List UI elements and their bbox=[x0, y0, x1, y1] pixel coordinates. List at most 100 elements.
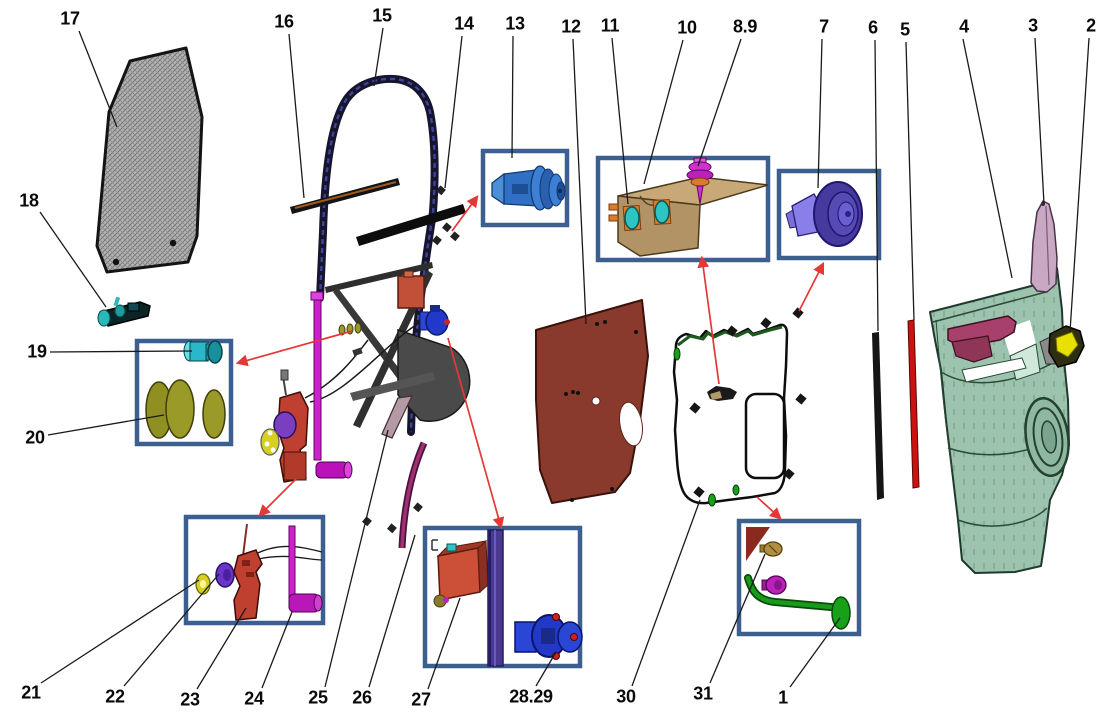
grommet-part22 bbox=[215, 562, 235, 588]
part-label-7: 7 bbox=[819, 16, 829, 37]
speaker-discs-part20 bbox=[145, 379, 226, 439]
part-label-13: 13 bbox=[505, 13, 525, 34]
part-label-24: 24 bbox=[244, 688, 264, 709]
handle-rod-part1 bbox=[744, 574, 851, 630]
part-label-27: 27 bbox=[411, 689, 431, 710]
window-motor-part28-29 bbox=[514, 613, 583, 660]
leader-line-4 bbox=[962, 38, 1013, 279]
detail-box-clip13 bbox=[480, 148, 570, 228]
part-label-26: 26 bbox=[352, 687, 372, 708]
leader-line-22 bbox=[123, 573, 220, 687]
lock-actuator-part23 bbox=[233, 523, 323, 621]
part-label-10: 10 bbox=[677, 17, 697, 38]
part-label-12: 12 bbox=[561, 16, 581, 37]
detail-box-speaker-parts bbox=[134, 338, 234, 447]
red-arrow-1 bbox=[451, 195, 479, 232]
leader-line-12 bbox=[572, 38, 587, 325]
detail-box-rod-parts bbox=[736, 518, 862, 637]
part-label-25: 25 bbox=[308, 687, 328, 708]
in-situ-lock-rod bbox=[310, 291, 353, 479]
leader-line-5 bbox=[905, 41, 915, 321]
speaker-grille-ring bbox=[1024, 397, 1070, 477]
part-label-31: 31 bbox=[693, 683, 713, 704]
handle-bezel-part2 bbox=[1039, 325, 1085, 368]
barrier-corner bbox=[746, 527, 770, 561]
part-label-20: 20 bbox=[25, 427, 45, 448]
screw-part8-9 bbox=[686, 157, 714, 205]
in-situ-module bbox=[397, 270, 425, 309]
red-arrows bbox=[235, 195, 825, 530]
part-label-14: 14 bbox=[454, 13, 474, 34]
red-arrow-5 bbox=[447, 337, 505, 530]
window-regulator-part25 bbox=[304, 262, 471, 439]
leader-line-23 bbox=[196, 607, 247, 690]
inner-panel-seal-part30 bbox=[672, 307, 807, 507]
part-label-18: 18 bbox=[19, 190, 39, 211]
leader-line-14 bbox=[444, 35, 463, 189]
window-glass-part17 bbox=[95, 46, 204, 274]
grommet-31b bbox=[761, 575, 787, 595]
leader-line-16 bbox=[288, 33, 305, 199]
part-label-17: 17 bbox=[60, 8, 80, 29]
window-frame-part15 bbox=[316, 74, 439, 436]
part-label-16: 16 bbox=[274, 11, 294, 32]
leader-line-25 bbox=[324, 429, 389, 688]
grommet-part11 bbox=[624, 206, 640, 230]
door-trim-panel-part4 bbox=[929, 267, 1070, 574]
part-label-28.29: 28.29 bbox=[509, 686, 553, 707]
red-arrow-6 bbox=[258, 478, 297, 517]
leader-line-26 bbox=[368, 534, 416, 688]
in-situ-lock-actuator bbox=[260, 369, 309, 483]
leader-line-11 bbox=[611, 37, 629, 205]
part-label-30: 30 bbox=[616, 686, 636, 707]
door-check-strap-part18 bbox=[97, 296, 151, 327]
detail-box-motor-parts bbox=[422, 525, 583, 669]
speaker-bracket-part10 bbox=[608, 176, 769, 257]
part-label-5: 5 bbox=[900, 19, 910, 40]
grommet-part21 bbox=[195, 573, 211, 595]
detail-box-bracket bbox=[595, 155, 771, 263]
clip-part13 bbox=[491, 165, 566, 211]
detail-box-lock-parts bbox=[183, 514, 326, 626]
part-label-19: 19 bbox=[27, 341, 47, 362]
red-arrow-7 bbox=[756, 496, 782, 520]
leader-line-18 bbox=[39, 211, 107, 308]
part-label-6: 6 bbox=[868, 17, 878, 38]
armrest bbox=[947, 315, 1017, 363]
leader-line-19 bbox=[49, 350, 193, 353]
frame-clips-part14 bbox=[432, 185, 460, 246]
detail-box-grommet7 bbox=[776, 168, 882, 261]
leader-line-28.29 bbox=[535, 651, 557, 687]
part-label-22: 22 bbox=[105, 686, 125, 707]
leader-line-7 bbox=[817, 38, 823, 189]
part-label-3: 3 bbox=[1028, 15, 1038, 36]
lock-rod-part24 bbox=[288, 525, 323, 613]
leader-line-31 bbox=[709, 553, 766, 684]
in-situ-motor bbox=[419, 305, 450, 336]
weatherstrip-part6 bbox=[872, 332, 884, 500]
leader-line-3 bbox=[1034, 37, 1045, 205]
leader-line-17 bbox=[78, 30, 118, 128]
leader-line-8.9 bbox=[697, 38, 742, 167]
grommet-part19 bbox=[183, 340, 223, 364]
leader-line-2 bbox=[1069, 37, 1090, 333]
leader-line-27 bbox=[427, 597, 461, 690]
vapor-barrier-part12 bbox=[535, 299, 649, 504]
part-label-23: 23 bbox=[180, 689, 200, 710]
part-label-4: 4 bbox=[959, 16, 969, 37]
weatherstrip-part5 bbox=[907, 319, 920, 489]
leader-line-30 bbox=[631, 499, 701, 687]
part-label-15: 15 bbox=[372, 5, 392, 26]
part-label-11: 11 bbox=[600, 15, 620, 36]
screw-part31 bbox=[759, 541, 783, 557]
red-arrow-3 bbox=[697, 255, 720, 385]
part-label-21: 21 bbox=[21, 682, 41, 703]
leader-line-6 bbox=[874, 39, 879, 332]
part-label-8.9: 8.9 bbox=[732, 16, 758, 37]
glass-run-strip-part26 bbox=[362, 441, 428, 549]
leader-line-24 bbox=[261, 611, 293, 689]
leader-line-1 bbox=[789, 617, 841, 688]
module-part27 bbox=[431, 539, 489, 608]
